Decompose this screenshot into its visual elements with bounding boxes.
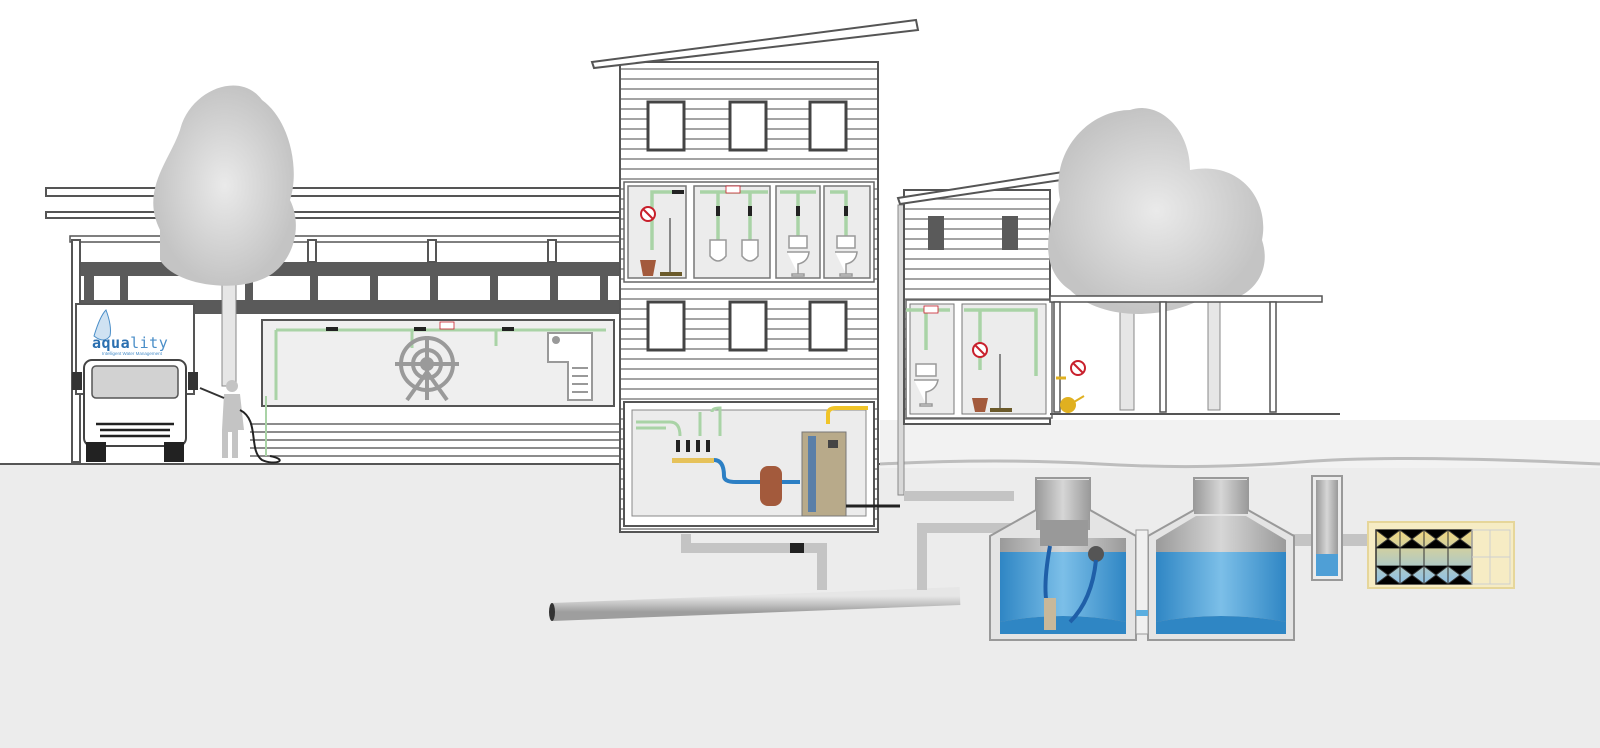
annex-building [896,166,1089,425]
utility-basement [623,401,900,527]
overflow-shaft [1311,475,1343,581]
expansion-vessel [760,466,782,506]
no-drinking-water-sign [640,206,656,222]
float-switch [1088,546,1104,562]
no-drinking-water-sign-annex [972,342,988,358]
urinal-icon [709,239,759,262]
trees-right [1048,108,1265,411]
infiltration-field [1367,521,1515,589]
service-truck [72,303,198,462]
brand-name-bold: aqua [92,334,131,352]
tree-left [153,85,296,387]
submersible-pump [1044,598,1056,630]
wash-hall [261,319,615,407]
filter-tank [989,477,1137,641]
manifold [672,458,714,463]
no-drinking-water-sign-garden [1070,360,1086,376]
sanitary-floor [623,181,875,283]
pergola [1049,295,1340,415]
toilet-icon [787,235,858,277]
brand-name: aquality [92,334,187,352]
pressure-washer-person [199,380,281,464]
bucket-icon [640,260,656,276]
storage-tank [1135,477,1295,641]
pipes-underground [549,491,1370,621]
watering-can-icon [1060,397,1076,413]
brand-name-light: lity [130,334,169,352]
filter-unit [1040,520,1088,546]
brand-tagline: Intelligent Water Management [102,351,162,356]
brand-logo: aquality Intelligent Water Management [92,334,187,356]
machinery-icon [547,332,593,401]
wash-machine-icon [395,336,459,402]
